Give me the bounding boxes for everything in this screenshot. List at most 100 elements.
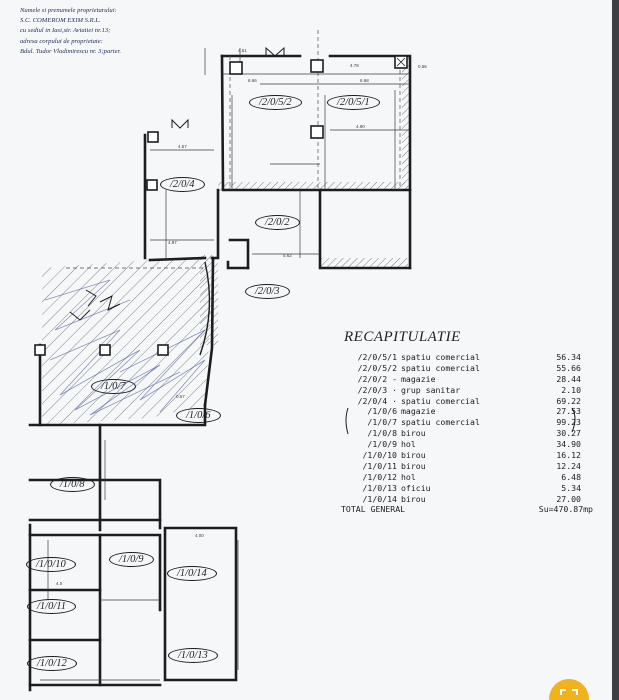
recap-row: /2/0/5/1 spatiu comercial 56.34 — [341, 352, 612, 363]
room-label-1-0-13: /1/0/13 — [168, 648, 218, 663]
room-label-1-0-6: /1/0/6 — [176, 408, 221, 423]
recap-area: 34.90 — [556, 439, 581, 450]
svg-text:4.0: 4.0 — [56, 581, 63, 586]
recap-desc: birou — [401, 493, 426, 504]
recap-row: /1/0/13 oficiu 5.34 — [341, 483, 612, 494]
recap-desc: magazie — [401, 373, 436, 384]
svg-text:4.90: 4.90 — [356, 124, 365, 129]
recap-code: /2/0/3 · — [357, 384, 397, 395]
recap-area: 12.24 — [556, 460, 581, 471]
recap-desc: oficiu — [401, 482, 431, 493]
recap-desc: grup sanitar — [401, 384, 461, 395]
recap-desc: magazie — [401, 406, 436, 417]
recap-code: /1/0/14 — [362, 493, 397, 504]
recap-row: /1/0/8 birou 30.27 — [341, 428, 612, 439]
recap-code: /2/0/4 · — [357, 395, 397, 406]
recap-area: 55.66 — [556, 362, 581, 373]
header-line: Numele si prenumele proprietarului: — [20, 7, 117, 14]
recap-area: 99.23 — [556, 417, 581, 428]
owner-header: Numele si prenumele proprietarului: S.C.… — [20, 6, 170, 57]
recap-code: /1/0/7 — [367, 417, 397, 428]
recap-desc: spatiu comercial — [401, 352, 480, 362]
recap-code: /2/0/2 - — [357, 373, 397, 384]
recap-code: /1/0/12 — [362, 471, 397, 482]
recap-desc: birou — [401, 450, 426, 461]
wall-hatch-top — [218, 182, 408, 191]
recap-area: 56.34 — [556, 352, 581, 362]
recap-title: RECAPITULATIE — [344, 329, 461, 345]
pen-bracket — [345, 407, 576, 435]
svg-text:0.57: 0.57 — [176, 394, 185, 399]
recap-desc: hol — [401, 439, 416, 450]
recap-code: /1/0/13 — [362, 482, 397, 493]
svg-text:0.56: 0.56 — [418, 64, 427, 69]
recap-code: /1/0/11 — [362, 460, 397, 471]
background-edge — [612, 0, 619, 700]
column-cross — [396, 57, 406, 67]
room-label-1-0-10: /1/0/10 — [26, 557, 76, 572]
axis-lines — [66, 30, 401, 269]
room-label-2-0-4: /2/0/4 — [160, 177, 205, 192]
svg-text:4.57: 4.57 — [178, 144, 187, 149]
recap-code: /1/0/10 — [362, 450, 397, 461]
curved-wall — [199, 261, 211, 356]
recap-area: 5.34 — [561, 482, 581, 493]
recap-code: /1/0/6 — [367, 406, 397, 417]
svg-text:4.78: 4.78 — [350, 63, 359, 68]
recap-area: 69.22 — [556, 395, 581, 406]
recap-row: /2/0/2 - magazie 28.44 — [341, 374, 612, 385]
room-label-1-0-7: /1/0/7 — [91, 379, 136, 394]
recap-total-row: TOTAL GENERAL Su=470.87mp — [341, 504, 612, 515]
recap-desc: hol — [401, 471, 416, 482]
wall-hatch-right — [402, 56, 411, 190]
recap-row: /1/0/10 birou 16.12 — [341, 450, 612, 461]
recap-area: 16.12 — [556, 450, 581, 461]
recap-desc: birou — [401, 460, 426, 471]
svg-text:4.97: 4.97 — [168, 240, 177, 245]
lens-icon[interactable] — [549, 679, 589, 700]
recap-code: /1/0/9 — [367, 439, 397, 450]
header-line: S.C. COMEROM EXIM S.R.L. — [20, 17, 101, 25]
header-line: cu sediul in Iasi,str. Aviatiei nr.13; — [20, 27, 111, 35]
recap-table: /2/0/5/1 spatiu comercial 56.34 /2/0/5/2 sp… — [341, 352, 612, 515]
room-label-1-0-14: /1/0/14 — [167, 566, 217, 581]
recap-area: 27.53 — [556, 406, 581, 417]
svg-text:6.68: 6.68 — [360, 78, 369, 83]
svg-text:4.51: 4.51 — [238, 48, 247, 53]
room-label-1-0-12: /1/0/12 — [27, 656, 77, 671]
svg-text:5.62: 5.62 — [283, 253, 292, 258]
svg-text:4.00: 4.00 — [195, 533, 204, 538]
room-label-2-0-3: /2/0/3 — [245, 284, 290, 299]
recap-row: /2/0/5/2 spatiu comercial 55.66 — [341, 363, 612, 374]
recap-desc: birou — [401, 428, 426, 439]
recap-area: 6.48 — [561, 471, 581, 482]
recap-code: /2/0/5/2 — [357, 362, 397, 373]
door-swings — [69, 46, 285, 321]
room-label-2-0-5-1: /2/0/5/1 — [327, 95, 380, 110]
header-line: Bdul. Tudor Vladimirescu nr. 3;parter. — [20, 47, 122, 55]
svg-text:6.66: 6.66 — [248, 78, 257, 83]
recap-code: /1/0/8 — [367, 428, 397, 439]
dimension-texts: 4.51 6.66 4.78 6.68 4.90 5.62 4.57 4.97 … — [56, 48, 427, 586]
room-label-1-0-9: /1/0/9 — [109, 552, 154, 567]
recap-total-value: Su=470.87mp — [538, 504, 593, 515]
dimension-lines — [40, 48, 410, 681]
room-label-2-0-5-2: /2/0/5/2 — [249, 95, 302, 110]
recap-code: /2/0/5/1 — [357, 352, 397, 362]
recap-row: /1/0/12 hol 6.48 — [341, 472, 612, 483]
recap-row: /1/0/6 magazie 27.53 — [341, 406, 612, 417]
hatched-area — [42, 256, 212, 425]
recap-row: /1/0/14 birou 27.00 — [341, 494, 612, 505]
room-label-1-0-11: /1/0/11 — [27, 599, 76, 614]
wall-hatch-mid — [320, 258, 408, 268]
recap-area: 27.00 — [556, 493, 581, 504]
recap-desc: spatiu comercial — [401, 362, 480, 373]
recap-area: 28.44 — [556, 373, 581, 384]
recap-total-label: TOTAL GENERAL — [341, 504, 406, 515]
room-label-1-0-8: /1/0/8 — [50, 477, 95, 492]
recap-area: 30.27 — [556, 428, 581, 439]
